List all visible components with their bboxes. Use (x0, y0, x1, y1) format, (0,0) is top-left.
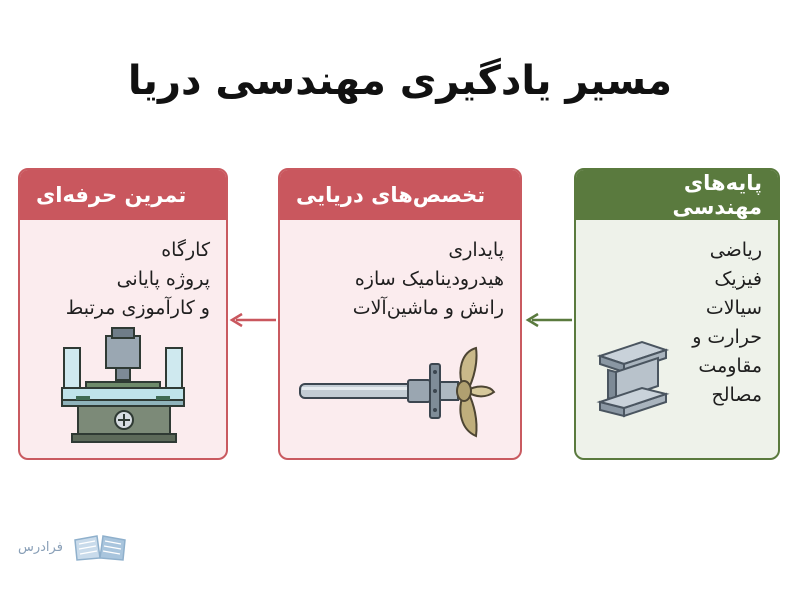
list-item: حرارت و (692, 326, 762, 348)
list-item: هیدرودینامیک سازه (354, 268, 504, 290)
card-items: ریاضی فیزیک سیالات حرارت و مقاومت مصالح (692, 236, 762, 410)
list-item: و کارآموزی مرتبط (65, 297, 210, 319)
card-professional-practice: تمرین حرفه‌ای کارگاه پروژه پایانی و کارآ… (18, 168, 228, 460)
propeller-shaft-icon (299, 346, 496, 438)
milling-machine-icon (61, 327, 185, 443)
card-items: کارگاه پروژه پایانی و کارآموزی مرتبط (66, 236, 210, 323)
list-item: ریاضی (709, 239, 762, 261)
brand-logo: فرادرس (18, 532, 129, 562)
arrow-left-icon (229, 312, 276, 328)
list-item: پایداری (448, 239, 504, 261)
steel-i-beam-icon (596, 340, 670, 418)
list-item: رانش و ماشین‌آلات (352, 297, 504, 319)
card-header: پایه‌های مهندسی (576, 170, 778, 220)
brand-name: فرادرس (18, 539, 63, 555)
arrow-left-icon (525, 312, 572, 328)
card-engineering-basics: پایه‌های مهندسی ریاضی فیزیک سیالات حرارت… (574, 168, 780, 460)
list-item: کارگاه (161, 239, 210, 261)
card-header: تمرین حرفه‌ای (20, 170, 226, 220)
card-items: پایداری هیدرودینامیک سازه رانش و ماشین‌آ… (353, 236, 504, 323)
list-item: سیالات (705, 297, 762, 319)
card-header-label: تخصص‌های دریایی (296, 183, 486, 207)
list-item: پروژه پایانی (116, 268, 210, 290)
page-title: مسیر یادگیری مهندسی دریا (127, 58, 673, 104)
card-header-label: پایه‌های مهندسی (672, 171, 762, 219)
card-header-label: تمرین حرفه‌ای (36, 183, 187, 207)
list-item: مقاومت (698, 355, 762, 377)
card-header: تخصص‌های دریایی (280, 170, 520, 220)
list-item: مصالح (711, 384, 763, 406)
open-book-icon (74, 535, 126, 561)
card-marine-specialties: تخصص‌های دریایی پایداری هیدرودینامیک ساز… (278, 168, 522, 460)
list-item: فیزیک (714, 268, 762, 290)
